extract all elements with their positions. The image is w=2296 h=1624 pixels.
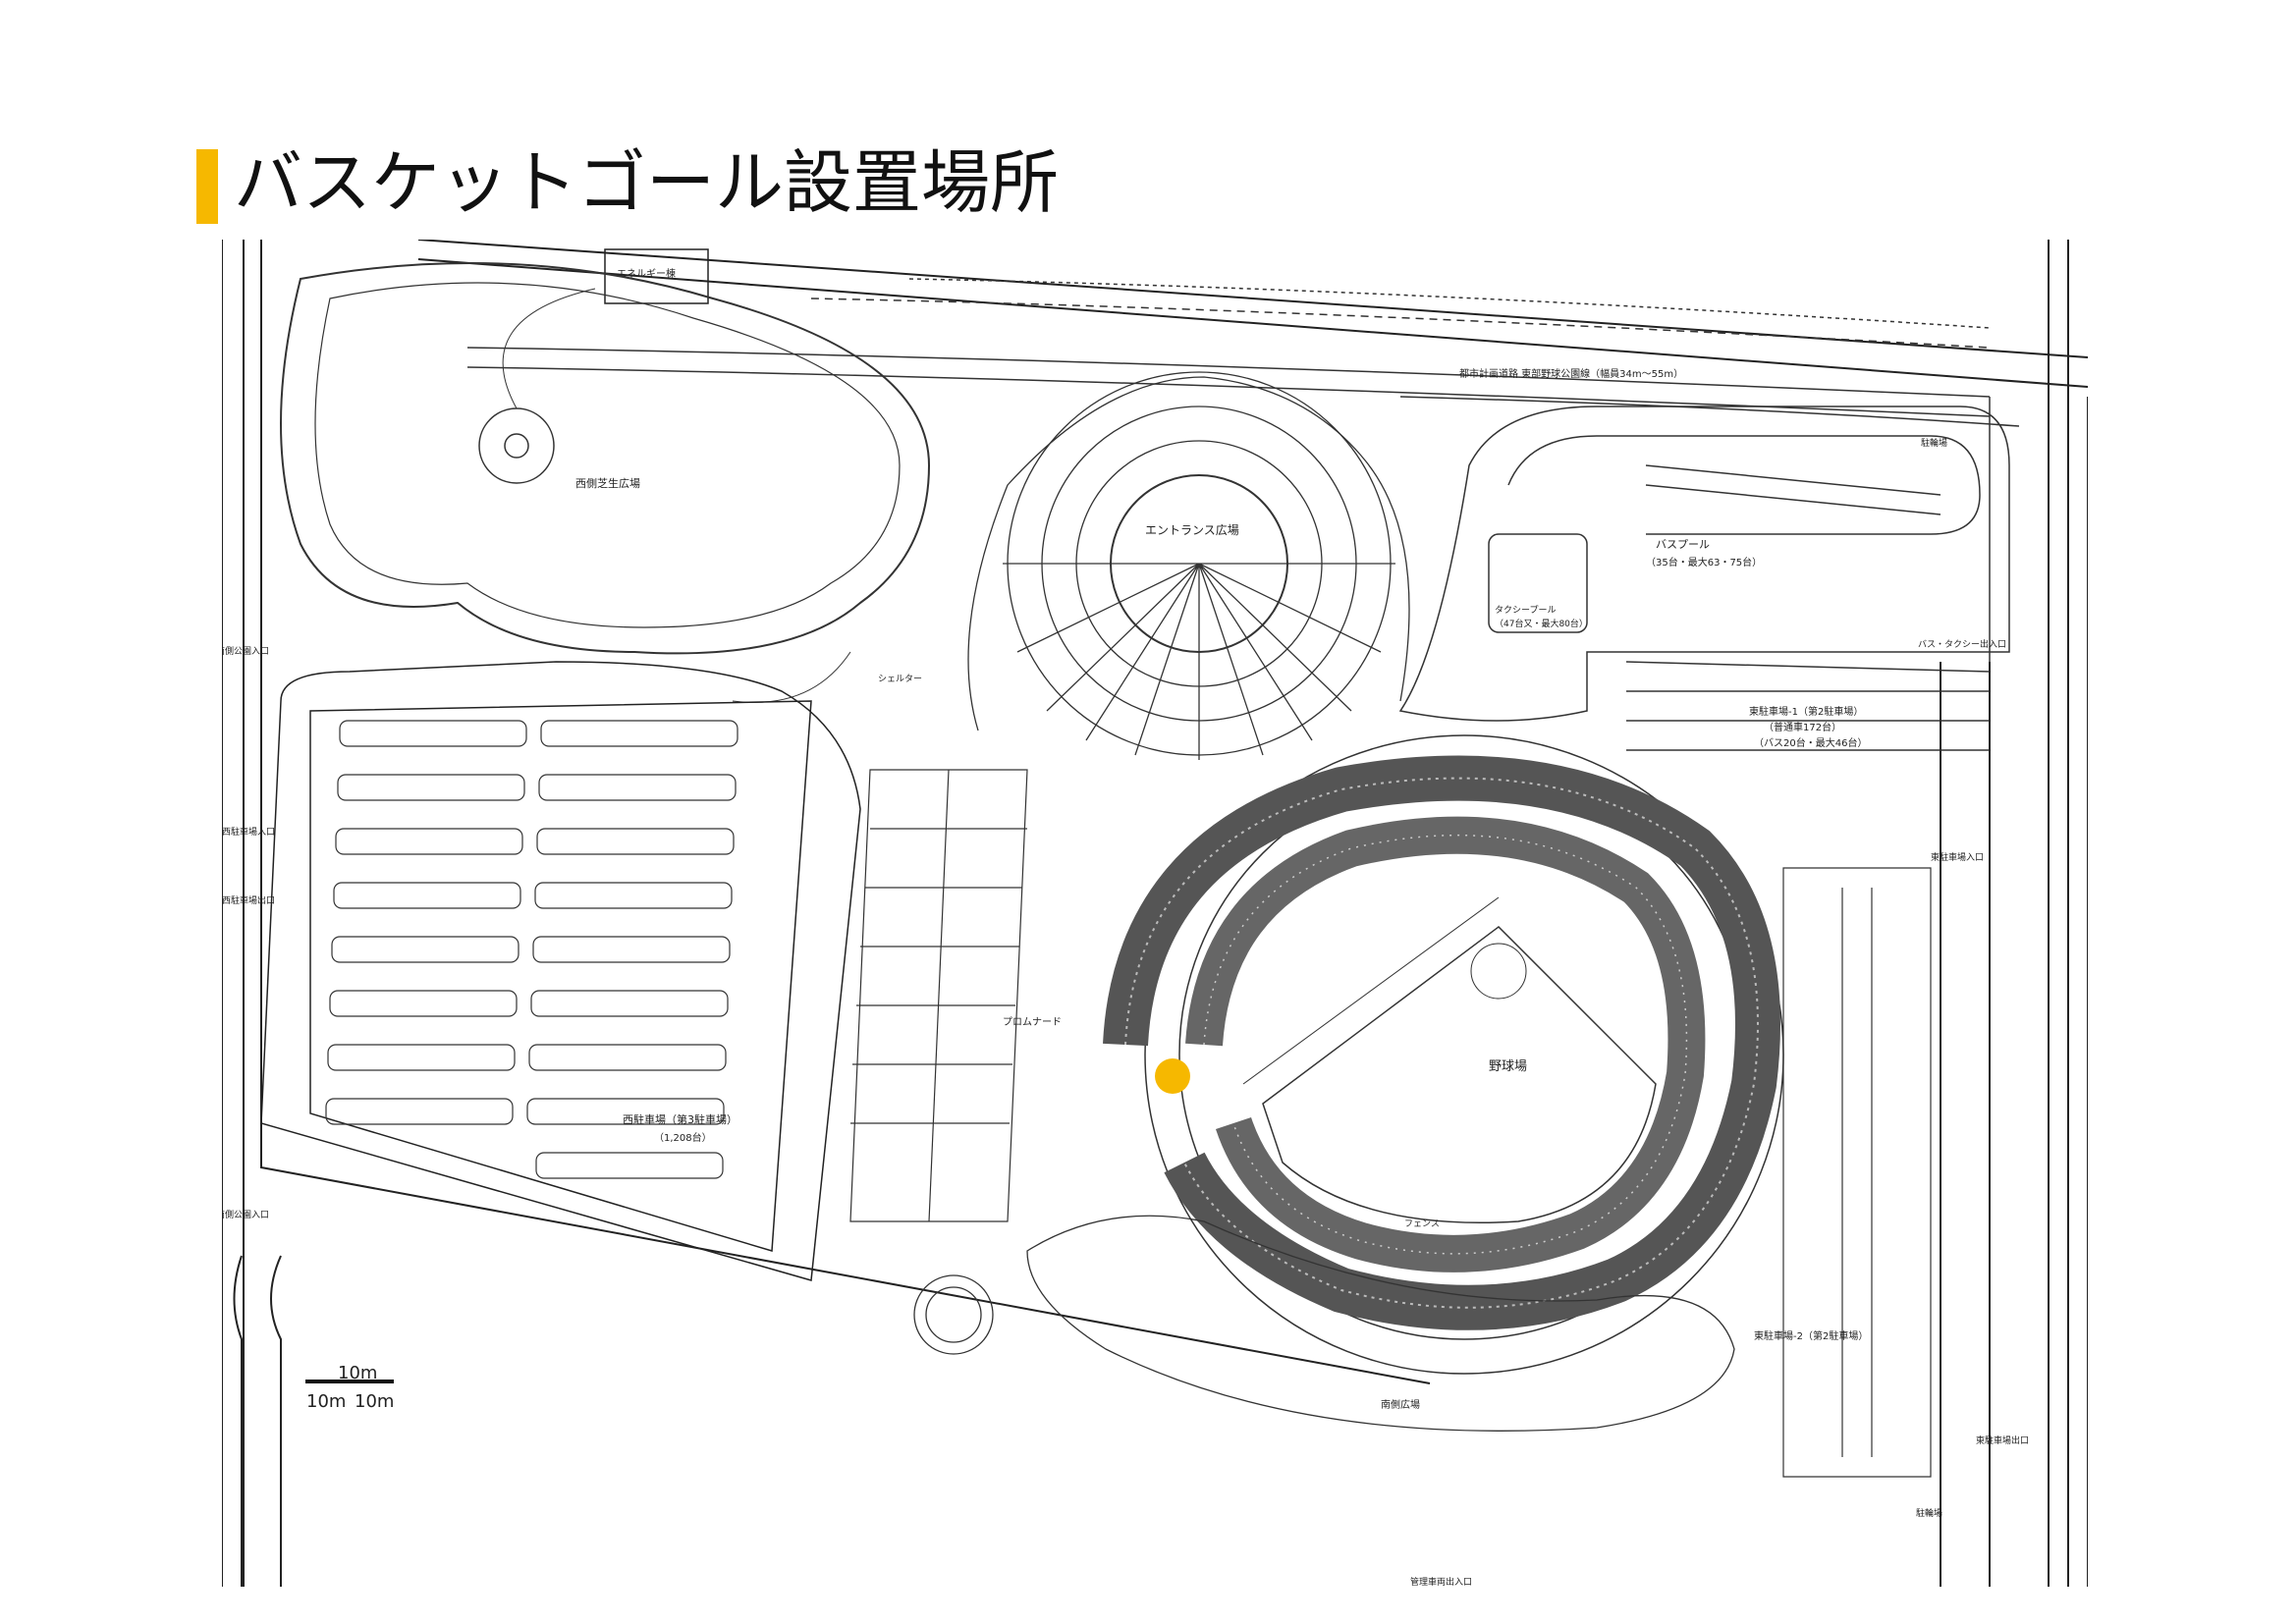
- east-parking-1-detail2: （バス20台・最大46台）: [1754, 736, 1867, 749]
- scale-label-left: 10m: [306, 1391, 346, 1412]
- east-parking-1-label: 東駐車場-1（第2駐車場）: [1749, 705, 1863, 718]
- bike-parking-label-north: 駐輪場: [1921, 437, 1947, 449]
- management-entrance-label: 管理車両出入口: [1410, 1576, 1472, 1587]
- taxi-pool-label: タクシープール: [1495, 605, 1556, 616]
- west-lawn-plaza: [280, 262, 931, 703]
- west-parking-lot: [260, 661, 861, 1281]
- road-label: 都市計画道路 東部野球公園線（幅員34m〜55m）: [1459, 367, 1683, 380]
- south-plaza: [913, 1215, 1735, 1432]
- site-plan-map: 都市計画道路 東部野球公園線（幅員34m〜55m） エネルギー棟 西側芝生広場 …: [222, 240, 2088, 1587]
- east-car-exit-label: 東駐車場出口: [1976, 1435, 2029, 1446]
- east-parking-2-label: 東駐車場-2（第2駐車場）: [1754, 1329, 1868, 1342]
- page-title: バスケットゴール設置場所: [234, 142, 1059, 223]
- west-parking-detail: （1,208台）: [654, 1131, 712, 1144]
- bus-taxi-pool: [1398, 406, 2010, 751]
- ballpark-label: 野球場: [1489, 1059, 1527, 1074]
- west-car-exit-label: 西駐車場出口: [222, 894, 275, 906]
- road-and-rail: [466, 278, 2020, 662]
- west-parking-label: 西駐車場（第3駐車場）: [623, 1112, 738, 1126]
- promenade: [849, 769, 1028, 1222]
- energy-building: [604, 248, 709, 304]
- south-park-entrance-label: 南側公園入口: [222, 1209, 269, 1220]
- scale-bar: 10m 10m 10m: [305, 1363, 394, 1412]
- east-car-entrance-label: 東駐車場入口: [1931, 851, 1984, 863]
- taxi-pool-detail: （47台又・最大80台）: [1495, 618, 1588, 629]
- west-lawn-label: 西側芝生広場: [575, 476, 640, 490]
- fence-label: フェンス: [1404, 1219, 1440, 1229]
- bus-pool-detail: （35台・最大63・75台）: [1646, 556, 1762, 568]
- energy-building-label: エネルギー棟: [617, 267, 676, 280]
- scale-label-top: 10m: [338, 1363, 377, 1383]
- bike-parking-label-south: 駐輪場: [1916, 1507, 1942, 1519]
- bus-taxi-entrance-label: バス・タクシー出入口: [1918, 638, 2006, 650]
- entrance-plaza: [967, 371, 1410, 760]
- entrance-plaza-label: エントランス広場: [1145, 523, 1239, 537]
- north-park-entrance-label: 南側公園入口: [222, 645, 269, 657]
- west-car-entrance-label: 西駐車場入口: [222, 826, 275, 838]
- stadium: [1103, 734, 1784, 1375]
- south-plaza-label: 南側広場: [1381, 1398, 1420, 1411]
- west-parking-rows: [325, 720, 738, 1179]
- title-accent-bar: [196, 149, 218, 224]
- scale-label-right: 10m: [355, 1391, 394, 1412]
- east-parking-2: [1782, 867, 1932, 1478]
- east-parking-1-detail1: （普通車172台）: [1764, 721, 1841, 733]
- promenade-label: プロムナード: [1003, 1016, 1062, 1028]
- basketball-goal-marker: [1155, 1058, 1190, 1094]
- bus-pool-label: バスプール: [1656, 538, 1710, 551]
- shelter-label: シェルター: [878, 674, 922, 684]
- boundary-roads: [222, 240, 2088, 1587]
